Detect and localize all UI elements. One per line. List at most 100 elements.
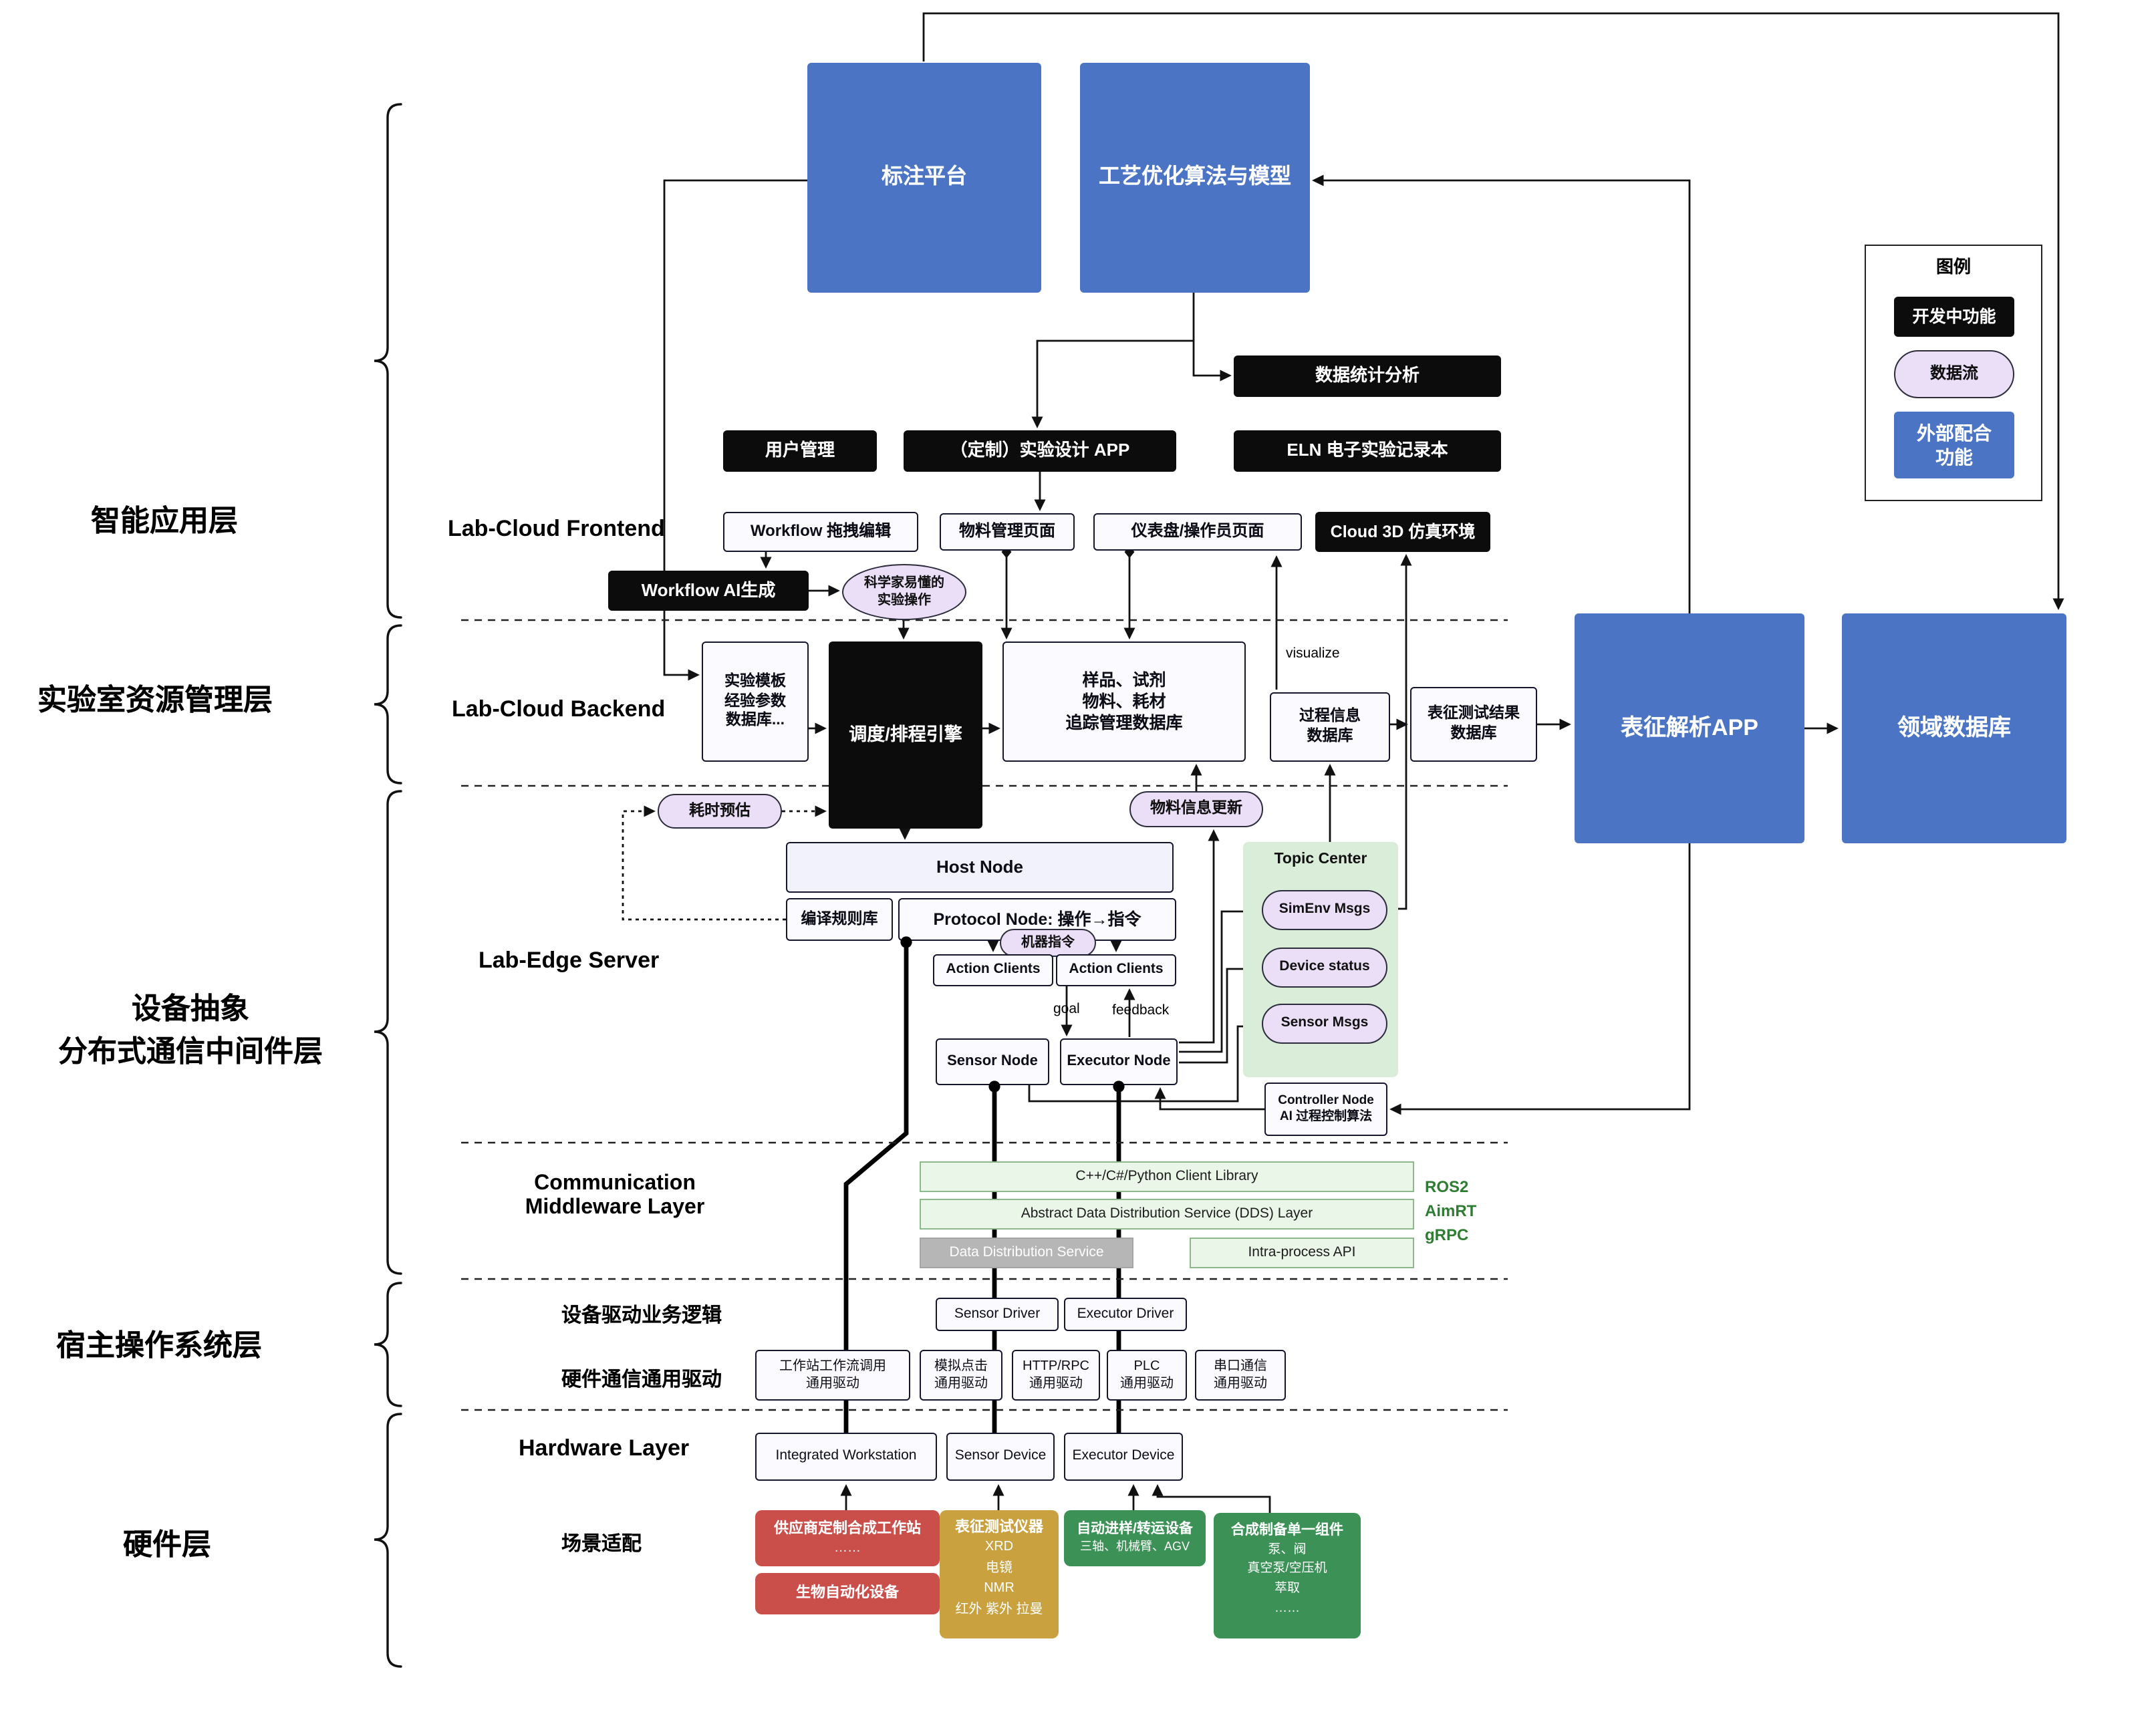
time-estimate-pill: 耗时预估	[658, 794, 782, 829]
design-app-node: （定制）实验设计 APP	[904, 430, 1176, 472]
host-node: Host Node	[786, 842, 1174, 893]
sample-db-node: 样品、试剂 物料、耗材 追踪管理数据库	[1002, 641, 1246, 762]
controller-node-line2: AI 过程控制算法	[1279, 1109, 1373, 1124]
sample-db-line2: 物料、耗材	[1082, 692, 1166, 711]
template-db-line2: 经验参数	[724, 693, 786, 710]
sim-click-driver-node: 模拟点击 通用驱动	[920, 1350, 1002, 1401]
synth-components-line3: 萃取	[1274, 1581, 1300, 1596]
char-analysis-app-node: 表征解析APP	[1575, 613, 1804, 843]
integrated-workstation-node: Integrated Workstation	[755, 1433, 937, 1481]
frontend-label: Lab-Cloud Frontend	[448, 516, 665, 541]
workstation-driver-node: 工作站工作流调用 通用驱动	[755, 1350, 910, 1401]
workstation-driver-line2: 通用驱动	[806, 1377, 859, 1391]
serial-driver-line2: 通用驱动	[1214, 1377, 1267, 1391]
eln-node: ELN 电子实验记录本	[1234, 430, 1501, 472]
executor-device-node: Executor Device	[1064, 1433, 1183, 1481]
scientist-ops-line2: 实验操作	[878, 593, 931, 608]
goal-label: goal	[1053, 1001, 1080, 1017]
controller-node: Controller Node AI 过程控制算法	[1264, 1083, 1387, 1136]
synth-components-title: 合成制备单一组件	[1231, 1522, 1343, 1538]
legend-developing-item: 开发中功能	[1894, 297, 2014, 337]
vendor-workstation-title: 供应商定制合成工作站	[774, 1521, 921, 1538]
char-instruments-line3: NMR	[984, 1581, 1015, 1596]
legend-external-line2: 功能	[1935, 446, 1973, 468]
sensor-msgs-pill: Sensor Msgs	[1262, 1004, 1387, 1044]
sample-db-line3: 追踪管理数据库	[1065, 714, 1183, 733]
serial-driver-node: 串口通信 通用驱动	[1195, 1350, 1286, 1401]
backend-label: Lab-Cloud Backend	[452, 696, 666, 722]
feedback-label: feedback	[1112, 1002, 1170, 1018]
plc-driver-line1: PLC	[1133, 1359, 1160, 1374]
char-instruments-node: 表征测试仪器 XRD 电镜 NMR 红外 紫外 拉曼	[940, 1510, 1059, 1638]
sample-db-line1: 样品、试剂	[1082, 670, 1166, 690]
comm-middleware-label-line1: Communication	[534, 1172, 696, 1195]
bio-auto-node: 生物自动化设备	[755, 1573, 940, 1614]
driver-logic-label: 设备驱动业务逻辑	[561, 1304, 722, 1327]
process-db-node: 过程信息 数据库	[1270, 692, 1390, 762]
layer-label-app: 智能应用层	[91, 504, 239, 537]
ros2-label: ROS2	[1425, 1177, 1469, 1196]
client-library-bar: C++/C#/Python Client Library	[920, 1161, 1414, 1192]
char-result-db-line2: 数据库	[1450, 726, 1497, 742]
char-instruments-line2: 电镜	[986, 1560, 1013, 1576]
layer-label-hardware: 硬件层	[123, 1528, 212, 1561]
dds-layer-bar: Abstract Data Distribution Service (DDS)…	[920, 1199, 1414, 1230]
legend-external-line1: 外部配合	[1917, 422, 1992, 444]
http-rpc-driver-node: HTTP/RPC 通用驱动	[1012, 1350, 1100, 1401]
layer-label-host: 宿主操作系统层	[56, 1328, 263, 1362]
layer-label-device: 设备抽象 分布式通信中间件层	[13, 985, 368, 1070]
simenv-msgs-pill: SimEnv Msgs	[1262, 890, 1387, 930]
http-rpc-driver-line1: HTTP/RPC	[1023, 1359, 1089, 1374]
transfer-equipment-title: 自动进样/转运设备	[1077, 1521, 1193, 1538]
edge-server-label: Lab-Edge Server	[479, 948, 660, 973]
template-db-line1: 实验模板	[724, 673, 786, 690]
serial-driver-line1: 串口通信	[1214, 1359, 1267, 1374]
controller-node-line1: Controller Node	[1278, 1093, 1374, 1108]
char-instruments-line1: XRD	[984, 1540, 1014, 1555]
scheduler-node: 调度/排程引擎	[829, 641, 982, 829]
aimrt-label: AimRT	[1425, 1201, 1477, 1220]
machine-cmd-pill: 机器指令	[1000, 929, 1096, 957]
user-mgmt-node: 用户管理	[723, 430, 877, 472]
layer-label-resource: 实验室资源管理层	[37, 683, 273, 716]
workflow-drag-node: Workflow 拖拽编辑	[723, 512, 918, 552]
char-result-db-line1: 表征测试结果	[1428, 706, 1520, 722]
sim-click-driver-line1: 模拟点击	[934, 1359, 988, 1374]
char-instruments-title: 表征测试仪器	[955, 1520, 1043, 1536]
hardware-layer-label: Hardware Layer	[519, 1435, 690, 1461]
action-clients-right-node: Action Clients	[1056, 954, 1176, 986]
scenario-label: 场景适配	[561, 1533, 642, 1556]
process-optimization-node: 工艺优化算法与模型	[1080, 63, 1310, 293]
plc-driver-node: PLC 通用驱动	[1107, 1350, 1187, 1401]
hw-driver-label: 硬件通信通用驱动	[561, 1369, 722, 1391]
grpc-label: gRPC	[1425, 1226, 1469, 1244]
compile-rules-node: 编译规则库	[786, 898, 893, 941]
layer-label-device-line2: 分布式通信中间件层	[57, 1034, 323, 1068]
template-db-line3: 数据库...	[725, 712, 785, 729]
sensor-driver-node: Sensor Driver	[936, 1298, 1059, 1331]
plc-driver-line2: 通用驱动	[1120, 1377, 1174, 1391]
executor-node: Executor Node	[1060, 1038, 1178, 1085]
http-rpc-driver-line2: 通用驱动	[1029, 1377, 1083, 1391]
comm-middleware-label: Communication Middleware Layer	[495, 1172, 735, 1220]
transfer-equipment-sub: 三轴、机械臂、AGV	[1079, 1539, 1190, 1553]
process-db-line1: 过程信息	[1299, 708, 1361, 725]
process-db-line2: 数据库	[1307, 728, 1353, 744]
transfer-equipment-node: 自动进样/转运设备 三轴、机械臂、AGV	[1064, 1510, 1206, 1566]
material-page-node: 物料管理页面	[940, 513, 1075, 551]
dashboard-page-node: 仪表盘/操作员页面	[1093, 513, 1302, 551]
sensor-node: Sensor Node	[936, 1038, 1049, 1085]
domain-db-node: 领域数据库	[1842, 613, 2066, 843]
layer-label-device-line1: 设备抽象	[131, 992, 249, 1025]
visualize-label: visualize	[1286, 646, 1340, 662]
action-clients-left-node: Action Clients	[933, 954, 1053, 986]
synth-components-node: 合成制备单一组件 泵、阀 真空泵/空压机 萃取 ……	[1214, 1513, 1361, 1638]
workflow-ai-node: Workflow AI生成	[608, 571, 809, 611]
scientist-ops-line1: 科学家易懂的	[864, 576, 944, 591]
synth-components-line4: ……	[1274, 1600, 1300, 1616]
legend-title: 图例	[1935, 257, 1971, 277]
executor-driver-node: Executor Driver	[1064, 1298, 1187, 1331]
synth-components-line1: 泵、阀	[1268, 1542, 1307, 1557]
